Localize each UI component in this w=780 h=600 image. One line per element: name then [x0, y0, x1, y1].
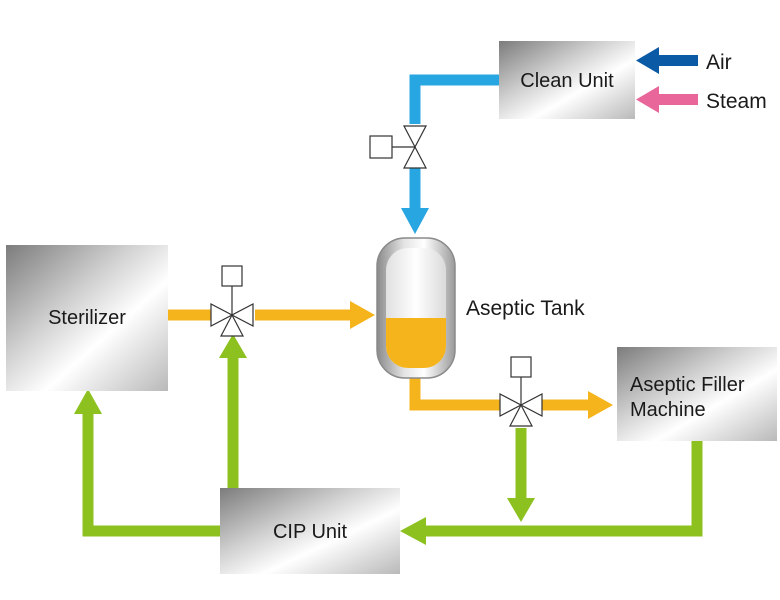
- cip-to-sterilizer-line: [82, 412, 222, 537]
- arrowhead-down-tank: [401, 208, 429, 234]
- valve-right-wedge: [519, 393, 543, 417]
- cip-unit-label: CIP Unit: [273, 521, 348, 543]
- actuator-icon: [510, 356, 532, 378]
- steam-arrowhead-icon: [636, 86, 659, 113]
- air-input: Air: [636, 47, 732, 74]
- two-way-valve-3: [369, 125, 427, 169]
- valve-right-wedge: [230, 303, 254, 327]
- tank-liquid-fill: [386, 318, 446, 368]
- valve-bottom-wedge: [220, 313, 244, 337]
- arrowhead-right-tank: [350, 301, 375, 329]
- aseptic-tank-label: Aseptic Tank: [466, 297, 585, 320]
- arrowhead-up-valve1: [219, 334, 247, 358]
- cip-unit-box: CIP Unit: [220, 488, 400, 574]
- valve-bottom-wedge: [509, 403, 533, 427]
- product-lines: [168, 301, 613, 419]
- actuator-icon: [369, 135, 393, 159]
- clean-unit-panel: [499, 41, 635, 119]
- air-arrowhead-icon: [636, 47, 659, 74]
- cip-unit-panel: [220, 488, 400, 574]
- steam-arrow-shaft: [656, 94, 698, 105]
- aseptic-filler-box: Aseptic Filler Machine: [617, 347, 777, 441]
- air-label: Air: [706, 51, 732, 74]
- two-way-valve-icon: [403, 125, 427, 149]
- aseptic-filler-label-line1: Aseptic Filler: [630, 374, 745, 396]
- aseptic-filler-panel: [617, 347, 777, 441]
- sterilizer-box: Sterilizer: [6, 245, 168, 391]
- steam-label: Steam: [706, 90, 767, 113]
- arrowhead-right-filler: [588, 391, 613, 419]
- steam-input: Steam: [636, 86, 767, 113]
- aseptic-filler-label-line2: Machine: [630, 399, 706, 421]
- clean-unit-label: Clean Unit: [520, 70, 614, 92]
- sterilizer-panel: [6, 245, 168, 391]
- sterilizer-label: Sterilizer: [48, 307, 126, 329]
- three-way-valve-2: [499, 356, 543, 427]
- three-way-valve-1: [210, 265, 254, 337]
- actuator-icon: [221, 265, 243, 287]
- aseptic-tank: [376, 237, 456, 379]
- valve-lower-wedge: [403, 145, 427, 169]
- cip-return-lines: [74, 334, 703, 545]
- three-way-valve-icon: [499, 393, 523, 417]
- arrowhead-up-sterilizer: [74, 389, 102, 414]
- filler-to-cip-line: [424, 440, 703, 537]
- clean-unit-to-valve3-line: [409, 74, 500, 124]
- air-arrow-shaft: [656, 55, 698, 66]
- arrowhead-down-valve2: [507, 498, 535, 522]
- tank-to-valve2-line: [409, 373, 500, 411]
- clean-unit-box: Clean Unit: [499, 41, 635, 119]
- three-way-valve-icon: [210, 303, 234, 327]
- sterile-air-line: [401, 74, 500, 234]
- arrowhead-left-cip: [400, 517, 426, 545]
